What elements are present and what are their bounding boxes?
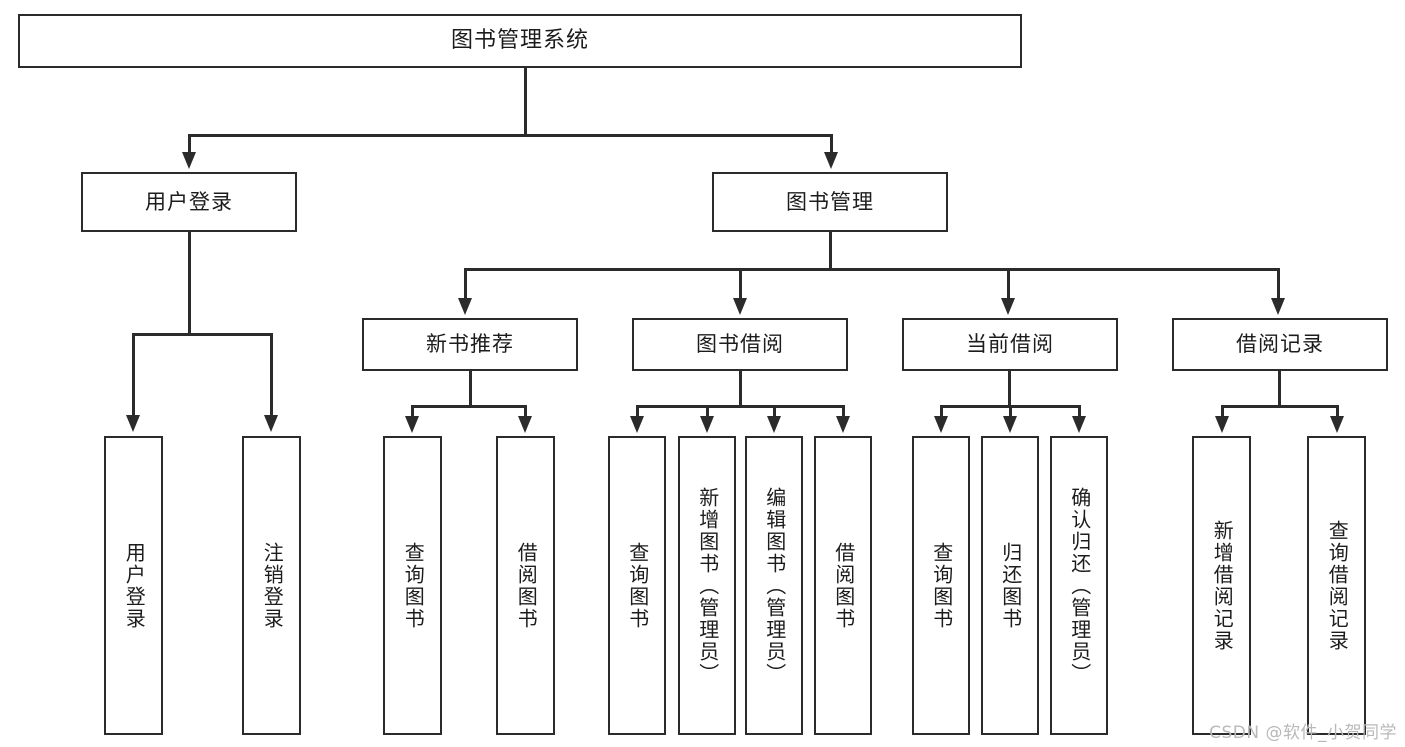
connector-bookborrow-drop-1: [636, 405, 639, 419]
connector-bookborrow-drop-2: [706, 405, 709, 419]
leaf-newbook-borrow-book[interactable]: 借阅图书: [496, 436, 555, 735]
node-borrow-record[interactable]: 借阅记录: [1172, 318, 1388, 371]
connector-bookmgmt-stem: [829, 232, 832, 270]
connector-newbook-stem: [469, 371, 472, 407]
connector-userlogin-drop-2: [270, 333, 273, 418]
connector-borrowrecord-bar: [1221, 405, 1338, 408]
connector-currentborrow-stem: [1008, 371, 1011, 407]
connector-bookmgmt-drop-4: [1277, 268, 1280, 301]
node-label: 查询图书: [625, 541, 650, 630]
arrow-bookmgmt-child-2: [733, 298, 747, 315]
arrow-bookmgmt-child-4: [1271, 298, 1285, 315]
arrow-bookborrow-child-2: [700, 416, 714, 433]
connector-newbook-drop-1: [411, 405, 414, 419]
node-label: 新增图书（管理员）: [695, 486, 720, 685]
arrow-currentborrow-child-3: [1072, 416, 1086, 433]
connector-borrowrecord-stem: [1278, 371, 1281, 407]
connector-userlogin-bar: [132, 333, 272, 336]
connector-currentborrow-drop-1: [940, 405, 943, 419]
node-label: 确认归还（管理员）: [1067, 486, 1092, 685]
node-label: 用户登录: [122, 541, 147, 630]
node-label: 图书管理: [786, 189, 874, 214]
node-label: 查询图书: [401, 541, 426, 630]
node-label: 借阅图书: [514, 541, 539, 630]
arrow-bookborrow-child-3: [767, 416, 781, 433]
connector-bookmgmt-drop-2: [739, 268, 742, 301]
connector-bookborrow-drop-4: [842, 405, 845, 419]
node-label: 查询借阅记录: [1325, 519, 1350, 652]
leaf-borrowrecord-query-record[interactable]: 查询借阅记录: [1307, 436, 1366, 735]
node-label: 注销登录: [260, 541, 285, 630]
arrow-bookborrow-child-1: [630, 416, 644, 433]
connector-bookborrow-bar: [636, 405, 844, 408]
node-label: 当前借阅: [966, 332, 1054, 357]
connector-bookborrow-stem: [739, 371, 742, 407]
node-label: 图书借阅: [696, 332, 784, 357]
arrow-newbook-child-1: [405, 416, 419, 433]
node-label: 新增借阅记录: [1210, 519, 1235, 652]
connector-currentborrow-drop-3: [1078, 405, 1081, 419]
arrow-borrowrecord-child-1: [1215, 416, 1229, 433]
arrow-currentborrow-child-1: [934, 416, 948, 433]
arrow-bookborrow-child-4: [836, 416, 850, 433]
node-new-book-recommend[interactable]: 新书推荐: [362, 318, 578, 371]
leaf-currentborrow-return-book[interactable]: 归还图书: [981, 436, 1039, 735]
node-label: 用户登录: [145, 189, 233, 214]
node-label: 图书管理系统: [450, 28, 589, 54]
arrow-bookmgmt-child-3: [1001, 298, 1015, 315]
connector-bookmgmt-drop-1: [464, 268, 467, 301]
node-label: 借阅记录: [1236, 332, 1324, 357]
arrow-currentborrow-child-2: [1003, 416, 1017, 433]
node-user-login[interactable]: 用户登录: [81, 172, 297, 232]
leaf-newbook-query-book[interactable]: 查询图书: [383, 436, 442, 735]
connector-bookmgmt-drop-3: [1007, 268, 1010, 301]
connector-newbook-drop-2: [524, 405, 527, 419]
node-book-management[interactable]: 图书管理: [712, 172, 948, 232]
arrow-borrowrecord-child-2: [1330, 416, 1344, 433]
arrow-bookmgmt-child-1: [458, 298, 472, 315]
leaf-user-login[interactable]: 用户登录: [104, 436, 163, 735]
connector-root-to-userlogin: [188, 134, 191, 156]
leaf-bookborrow-query-book[interactable]: 查询图书: [608, 436, 666, 735]
leaf-currentborrow-query-book[interactable]: 查询图书: [912, 436, 970, 735]
node-book-borrow[interactable]: 图书借阅: [632, 318, 848, 371]
connector-borrowrecord-drop-2: [1336, 405, 1339, 419]
arrow-newbook-child-2: [518, 416, 532, 433]
leaf-user-logout[interactable]: 注销登录: [242, 436, 301, 735]
arrow-userlogin-child-2: [264, 415, 278, 432]
watermark-text: CSDN @软件_小贺同学: [1209, 723, 1397, 743]
arrow-root-to-bookmgmt: [824, 152, 838, 169]
connector-userlogin-drop-1: [132, 333, 135, 418]
node-label: 归还图书: [998, 541, 1023, 630]
node-label: 新书推荐: [426, 332, 514, 357]
connector-root-bar: [188, 134, 832, 137]
connector-root-stem: [524, 68, 527, 135]
node-label: 查询图书: [929, 541, 954, 630]
connector-bookborrow-drop-3: [773, 405, 776, 419]
connector-root-to-bookmgmt: [830, 134, 833, 156]
arrow-root-to-userlogin: [182, 152, 196, 169]
leaf-bookborrow-add-book[interactable]: 新增图书（管理员）: [678, 436, 736, 735]
node-label: 编辑图书（管理员）: [762, 486, 787, 685]
leaf-bookborrow-borrow-book[interactable]: 借阅图书: [814, 436, 872, 735]
connector-newbook-bar: [411, 405, 527, 408]
connector-borrowrecord-drop-1: [1221, 405, 1224, 419]
node-root-system[interactable]: 图书管理系统: [18, 14, 1022, 68]
connector-bookmgmt-bar: [464, 268, 1280, 271]
leaf-currentborrow-confirm-return[interactable]: 确认归还（管理员）: [1050, 436, 1108, 735]
arrow-userlogin-child-1: [126, 415, 140, 432]
leaf-bookborrow-edit-book[interactable]: 编辑图书（管理员）: [745, 436, 803, 735]
leaf-borrowrecord-add-record[interactable]: 新增借阅记录: [1192, 436, 1251, 735]
connector-userlogin-stem: [188, 232, 191, 335]
node-current-borrow[interactable]: 当前借阅: [902, 318, 1118, 371]
node-label: 借阅图书: [831, 541, 856, 630]
connector-currentborrow-drop-2: [1009, 405, 1012, 419]
